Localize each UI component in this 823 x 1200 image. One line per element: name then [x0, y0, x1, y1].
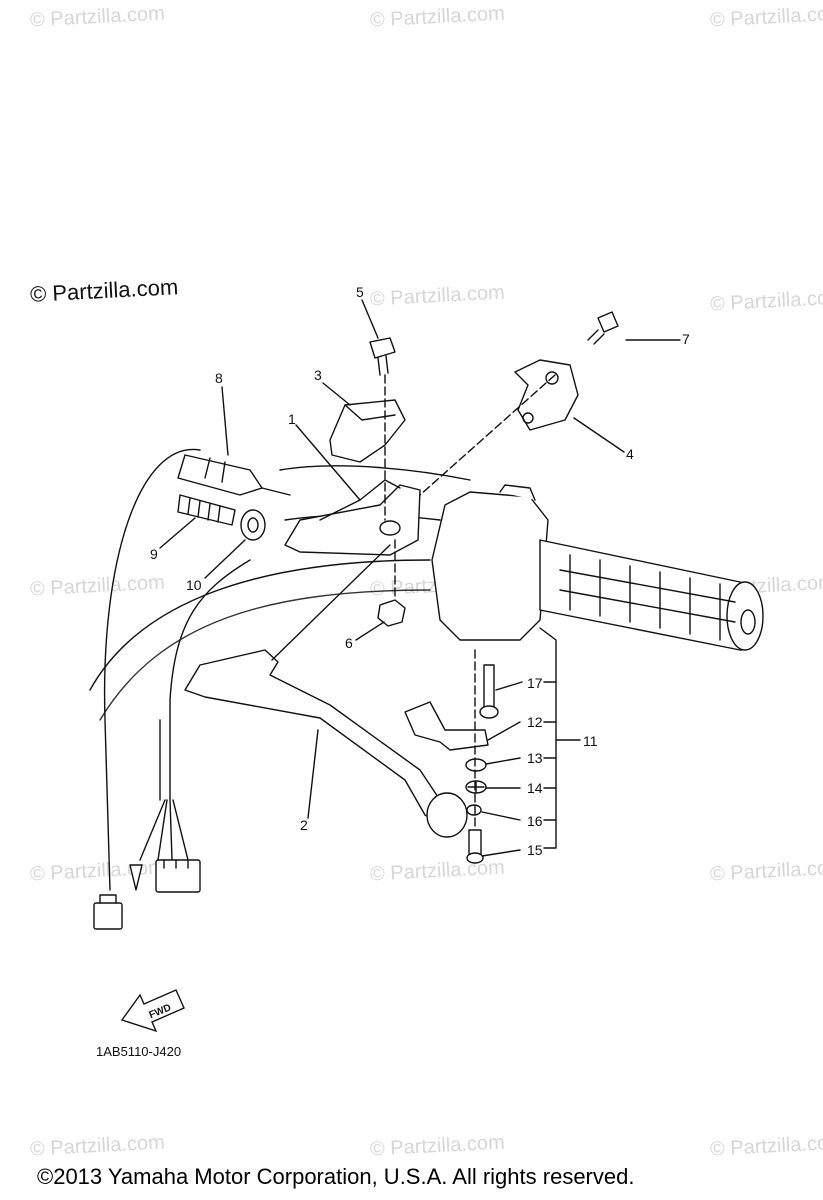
part-5-bolt [369, 337, 396, 359]
wire-harness [169, 799, 173, 861]
part-2-lever [184, 649, 456, 831]
leader-line [221, 386, 229, 456]
callout-17: 17 [527, 675, 543, 691]
callout-15: 15 [527, 842, 543, 858]
part-17-screw [483, 664, 495, 709]
callout-9: 9 [150, 546, 158, 562]
callout-4: 4 [626, 446, 634, 462]
part-14-washer [467, 781, 485, 793]
part-7-screw [587, 329, 605, 345]
part-2-lever-ball [426, 792, 468, 838]
part-3-bracket [344, 404, 396, 421]
handlebar-outline [279, 465, 471, 481]
wire-harness [169, 559, 251, 801]
leader-line [361, 299, 379, 339]
group-bracket-11 [543, 681, 557, 821]
leader-line [295, 424, 361, 501]
part-11-switch-housing [499, 484, 536, 501]
part-15-screw [466, 852, 484, 864]
callout-5: 5 [356, 284, 364, 300]
leader-line [307, 729, 319, 819]
leader-line [485, 757, 521, 765]
wire-harness [103, 448, 201, 891]
callout-8: 8 [215, 370, 223, 386]
leader-line [481, 811, 521, 821]
part-8-switch [204, 457, 226, 483]
leader-line [481, 849, 521, 857]
part-8-switch [177, 454, 263, 496]
leader-line [159, 517, 196, 549]
part-6-nut [377, 599, 406, 627]
part-15-screw [468, 829, 482, 856]
callout-14: 14 [527, 780, 543, 796]
handlebar-outline [99, 589, 431, 721]
part-4-clamp [514, 359, 579, 431]
center-line [419, 374, 556, 496]
leader-line [355, 621, 385, 641]
leader-line [271, 544, 391, 661]
connector-multi [163, 859, 189, 869]
grip-pattern [569, 554, 721, 641]
part-8-switch [261, 487, 291, 496]
part-9-adjuster [187, 497, 221, 523]
callout-2: 2 [300, 817, 308, 833]
diagram-code: 1AB5110-J420 [96, 1044, 182, 1059]
wire-harness [157, 799, 168, 861]
part-9-adjuster [177, 494, 236, 526]
grip-pattern [559, 569, 736, 623]
callout-1: 1 [288, 411, 296, 427]
group-bracket-11 [539, 627, 581, 849]
callout-16: 16 [527, 813, 543, 829]
part-5-bolt [377, 355, 389, 376]
callout-3: 3 [314, 367, 322, 383]
connector-multi [155, 859, 201, 893]
callout-13: 13 [527, 750, 543, 766]
grip-end [740, 609, 756, 635]
callout-11: 11 [583, 733, 598, 749]
part-10-locknut [247, 517, 259, 533]
part-16-clip [466, 804, 482, 816]
leader-line [495, 681, 523, 691]
callout-12: 12 [527, 714, 543, 730]
leader-line [322, 382, 351, 406]
handlebar-outline [89, 559, 431, 691]
grip-end [726, 581, 764, 651]
part-3-bracket [329, 399, 406, 463]
part-10-locknut [240, 509, 266, 541]
part-4-clamp-hole [522, 412, 534, 424]
part-12-plate [404, 701, 489, 751]
part-13-washer [465, 758, 487, 772]
part-7-screw [597, 311, 619, 333]
wire-harness [172, 799, 189, 861]
part-1-pivot [379, 520, 401, 536]
leader-line [487, 721, 521, 741]
connector-small [93, 902, 123, 930]
wire-end [129, 864, 143, 891]
copyright-notice: ©2013 Yamaha Motor Corporation, U.S.A. A… [37, 1164, 635, 1189]
part-1-lever-holder [284, 484, 421, 556]
fwd-arrow-icon: FWD [120, 989, 185, 1033]
leader-line [573, 417, 625, 453]
part-4-clamp-hole [545, 371, 559, 385]
part-11-switch-housing [431, 491, 549, 641]
callout-7: 7 [682, 331, 690, 347]
part-1-lever-holder [319, 479, 401, 521]
part-17-screw [479, 705, 499, 719]
leader-line [204, 539, 246, 579]
callout-6: 6 [345, 635, 353, 651]
wire-harness [139, 799, 166, 861]
connector-small [99, 894, 117, 904]
callout-10: 10 [186, 577, 202, 593]
